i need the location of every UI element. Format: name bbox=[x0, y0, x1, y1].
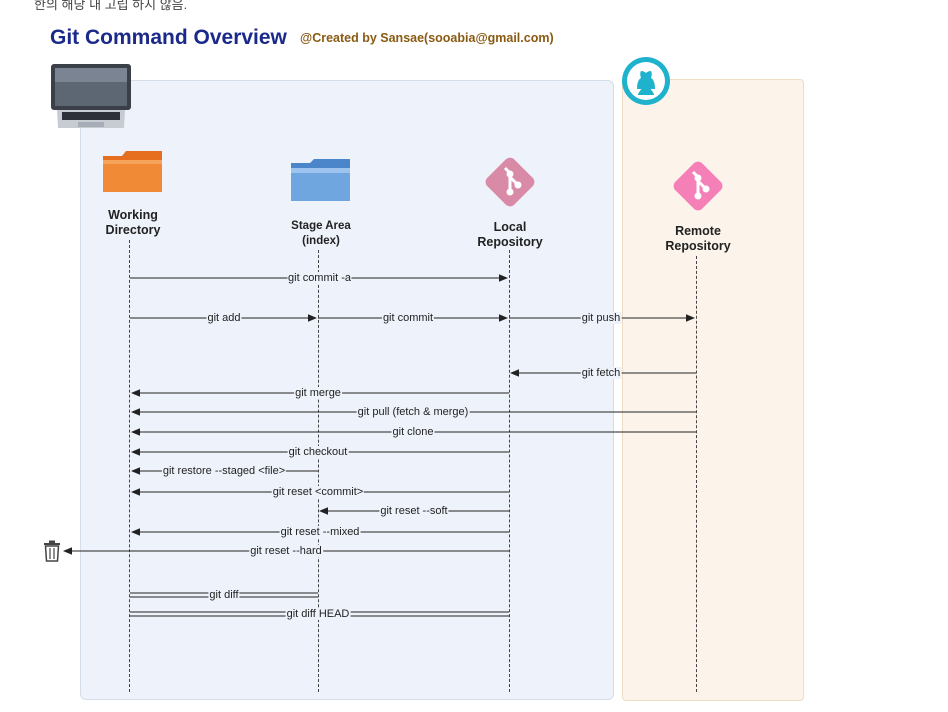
author-credit: @Created by Sansae(sooabia@gmail.com) bbox=[300, 31, 554, 45]
command-label: git restore --staged <file> bbox=[161, 464, 287, 477]
command-label: git add bbox=[206, 311, 242, 324]
github-icon bbox=[622, 57, 670, 105]
lifeline-local bbox=[509, 250, 510, 692]
remote-server-panel bbox=[622, 79, 804, 701]
trash-icon bbox=[44, 540, 60, 562]
laptop-icon bbox=[51, 64, 131, 128]
lifeline-stage bbox=[318, 250, 319, 692]
lifeline-working bbox=[129, 240, 130, 692]
command-label: git merge bbox=[294, 386, 342, 399]
command-label: git clone bbox=[391, 425, 435, 438]
command-label: git commit -a bbox=[287, 271, 352, 284]
command-label: git push bbox=[580, 311, 622, 324]
git-logo-local-icon bbox=[485, 157, 535, 207]
command-label: git checkout bbox=[287, 445, 349, 458]
cropped-top-text: 한의 해당 내 고립 하지 않음. bbox=[34, 0, 188, 12]
column-label-stage: Stage Area(index) bbox=[291, 220, 351, 247]
folder-orange-icon bbox=[103, 151, 162, 192]
command-label: git pull (fetch & merge) bbox=[356, 405, 470, 418]
command-label: git diff bbox=[208, 588, 240, 601]
git-logo-remote-icon bbox=[673, 161, 723, 211]
lifeline-remote bbox=[696, 256, 697, 692]
folder-blue-icon bbox=[291, 159, 350, 201]
command-label: git commit bbox=[381, 311, 435, 324]
command-label: git diff HEAD bbox=[285, 607, 351, 620]
command-label: git reset --mixed bbox=[279, 525, 361, 538]
command-label: git reset --soft bbox=[379, 504, 449, 517]
diagram-title: Git Command Overview bbox=[50, 26, 287, 49]
command-label: git fetch bbox=[580, 366, 622, 379]
command-label: git reset <commit> bbox=[271, 485, 365, 498]
command-label: git reset --hard bbox=[249, 544, 323, 557]
